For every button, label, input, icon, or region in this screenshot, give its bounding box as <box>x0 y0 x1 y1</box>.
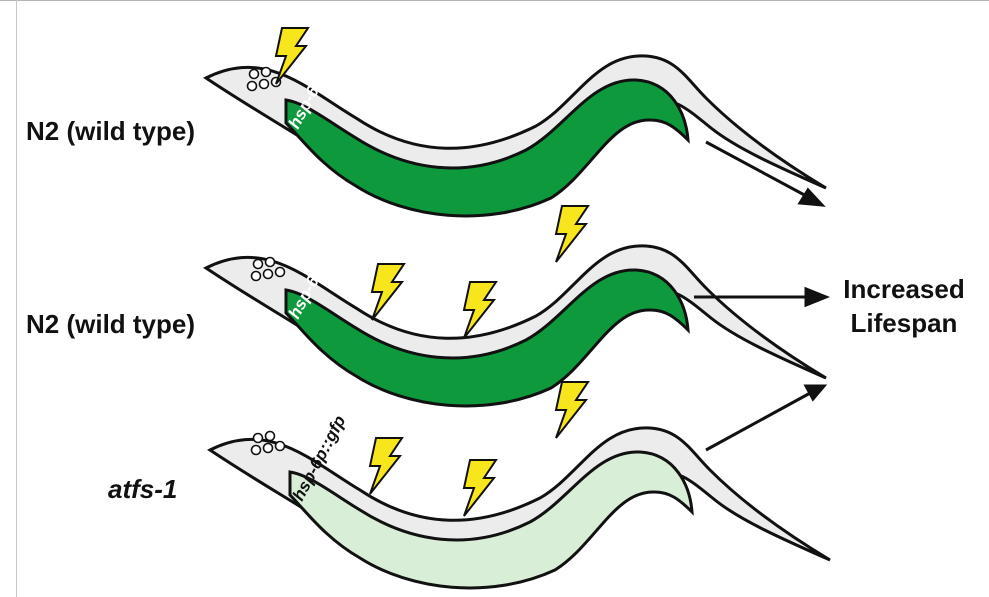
stress-bolt <box>370 438 402 494</box>
stress-bolt <box>556 382 588 438</box>
stress-bolt <box>556 206 588 262</box>
stress-bolt <box>464 282 496 338</box>
stress-bolt <box>372 264 404 320</box>
pharynx-cells <box>252 258 285 281</box>
strain-label-3: atfs-1 <box>108 474 177 505</box>
outcome-line-2: Lifespan <box>824 306 984 340</box>
worm-2: hsp-6p::gfp <box>206 230 826 406</box>
worm-3: hsp-6p::gfp <box>210 412 830 588</box>
outcome-line-1: Increased <box>824 272 984 306</box>
stress-bolt <box>464 460 496 516</box>
arrow-1-head <box>800 190 822 205</box>
outcome-label: Increased Lifespan <box>824 272 984 340</box>
strain-label-1: N2 (wild type) <box>26 116 195 147</box>
worm-1: hsp-6p::gfp <box>206 40 826 216</box>
stress-bolt <box>276 28 308 84</box>
arrow-3-head <box>806 386 824 399</box>
arrow-3-shaft <box>706 392 812 450</box>
pharynx-cells <box>252 432 285 455</box>
arrows <box>694 142 826 450</box>
arrow-2-head <box>806 289 826 305</box>
strain-label-2: N2 (wild type) <box>26 309 195 340</box>
